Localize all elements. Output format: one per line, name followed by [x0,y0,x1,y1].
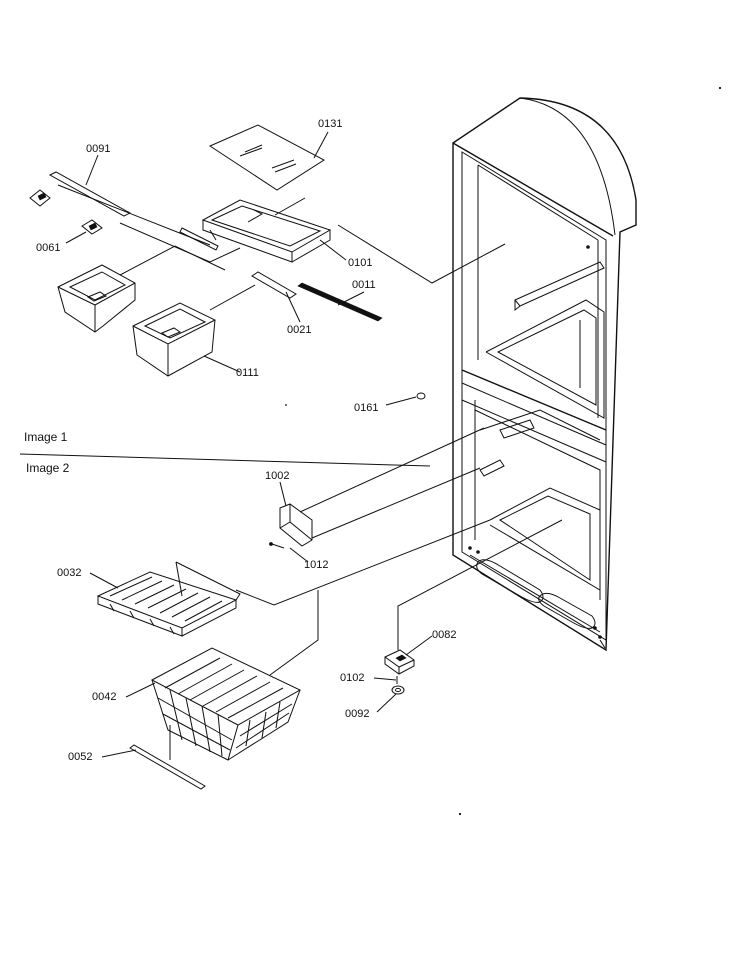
glass-shelf-0131 [208,124,325,191]
part-label-0161: 0161 [354,402,378,414]
part-labels: 0131 0091 0061 0101 0011 0021 0111 0161 … [36,118,456,763]
part-label-0092: 0092 [345,708,369,720]
part-label-0091: 0091 [86,143,110,155]
section-label-image1: Image 1 [24,430,68,444]
wire-shelf-0032 [96,561,241,637]
wire-basket-0042 [150,647,302,761]
part-label-0102: 0102 [340,672,364,684]
part-label-0131: 0131 [318,118,342,130]
scan-specks [285,86,722,816]
leveler-0082 [384,649,415,675]
shelf-frame-0101 [179,199,332,263]
part-label-0052: 0052 [68,751,92,763]
part-label-0042: 0042 [92,691,116,703]
part-label-0111: 0111 [236,367,259,379]
part-label-0011: 0011 [352,279,376,291]
section-label-image2: Image 2 [26,461,70,475]
control-cover-1002 [279,503,313,547]
part-label-0032: 0032 [57,567,81,579]
part-label-0082: 0082 [432,629,456,641]
trim-strip-0011 [297,282,383,322]
part-label-1012: 1012 [304,559,328,571]
part-label-1002: 1002 [265,470,289,482]
part-label-0101: 0101 [348,257,372,269]
crisper-drawer-0111 [132,302,216,377]
crisper-drawer-left [57,264,136,333]
leader-lines [65,131,433,758]
shelf-track-0091 [29,171,132,235]
basket-rail-0052 [129,744,206,790]
connector-lines-image2 [169,427,563,760]
shelf-rail-0021 [251,271,297,299]
connector-lines-image1 [57,184,506,311]
screw-1012 [269,542,285,549]
section-divider: Image 1 Image 2 [19,430,431,475]
refrigerator-cabinet [452,97,637,652]
stopper-0161 [416,392,426,400]
part-label-0061: 0061 [36,242,60,254]
nut-0092 [391,685,405,695]
part-label-0021: 0021 [287,324,311,336]
